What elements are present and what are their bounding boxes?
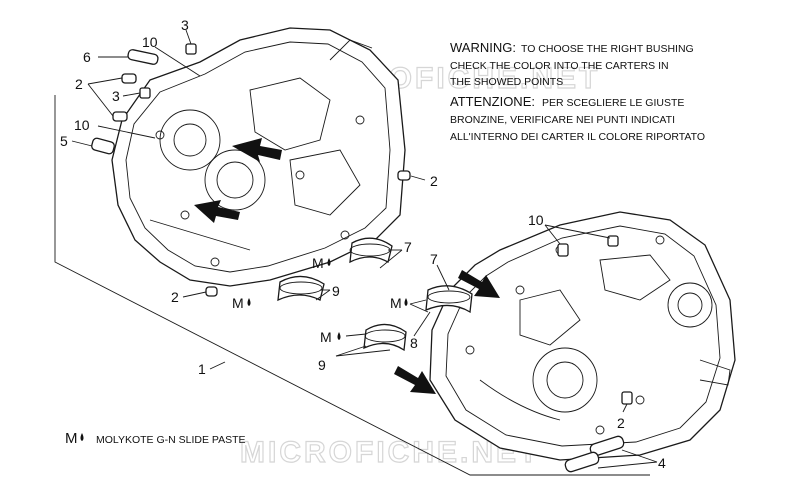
callout-10: 10 (74, 117, 90, 133)
warning-line-en-3: THE SHOWED POINTS (450, 76, 563, 88)
legend-text: MOLYKOTE G-N SLIDE PASTE (96, 434, 246, 446)
warning-line-it-1: PER SCEGLIERE LE GIUSTE (542, 97, 684, 109)
callout-2: 2 (171, 289, 179, 305)
callout-6: 6 (83, 49, 91, 65)
callout-10: 10 (142, 34, 158, 50)
assembly-bracket (54, 95, 650, 476)
callout-molykote: M (390, 295, 402, 311)
bearing-shell-upper-right (425, 285, 473, 314)
right-small-parts (557, 235, 633, 473)
callout-2: 2 (75, 76, 83, 92)
left-small-parts (91, 43, 411, 297)
warning-heading-en: WARNING: (450, 40, 516, 55)
callout-3: 3 (181, 17, 189, 33)
legend-drop-icon (80, 433, 84, 441)
legend-symbol: M (65, 430, 78, 447)
callout-3: 3 (112, 88, 120, 104)
right-crankcase-half (429, 211, 736, 461)
callout-10: 10 (528, 212, 544, 228)
warning-line-it-2: BRONZINE, VERIFICARE NEI PUNTI INDICATI (450, 114, 675, 126)
callout-2: 2 (617, 415, 625, 431)
callout-molykote: M (320, 329, 332, 345)
bearing-shell-lower-left (277, 275, 325, 302)
leader-lines (71, 29, 658, 469)
warning-line-en-1: TO CHOOSE THE RIGHT BUSHING (521, 43, 694, 55)
check-point-arrow (194, 200, 240, 223)
legend: M MOLYKOTE G-N SLIDE PASTE (65, 430, 246, 447)
warning-line-it-3: ALL'INTERNO DEI CARTER IL COLORE RIPORTA… (450, 131, 705, 143)
callout-1: 1 (198, 361, 206, 377)
callout-7: 7 (430, 251, 438, 267)
check-point-arrow (458, 270, 500, 298)
callout-8: 8 (410, 335, 418, 351)
warning-line-en-2: CHECK THE COLOR INTO THE CARTERS IN (450, 60, 669, 72)
callout-molykote: M (312, 255, 324, 271)
callout-9: 9 (318, 357, 326, 373)
check-point-arrow (232, 138, 282, 162)
check-point-arrow (394, 366, 436, 394)
warning-heading-it: ATTENZIONE: (450, 94, 535, 109)
callout-molykote: M (232, 295, 244, 311)
callout-7: 7 (404, 239, 412, 255)
bearing-shell-lower-right (363, 323, 407, 352)
bearing-shell-upper-left (349, 237, 393, 264)
warning-note: WARNING: TO CHOOSE THE RIGHT BUSHING CHE… (450, 40, 705, 143)
callout-5: 5 (60, 133, 68, 149)
callout-9: 9 (332, 283, 340, 299)
callout-4: 4 (658, 455, 666, 471)
callout-2: 2 (430, 173, 438, 189)
molykote-drop-icon (247, 258, 408, 340)
